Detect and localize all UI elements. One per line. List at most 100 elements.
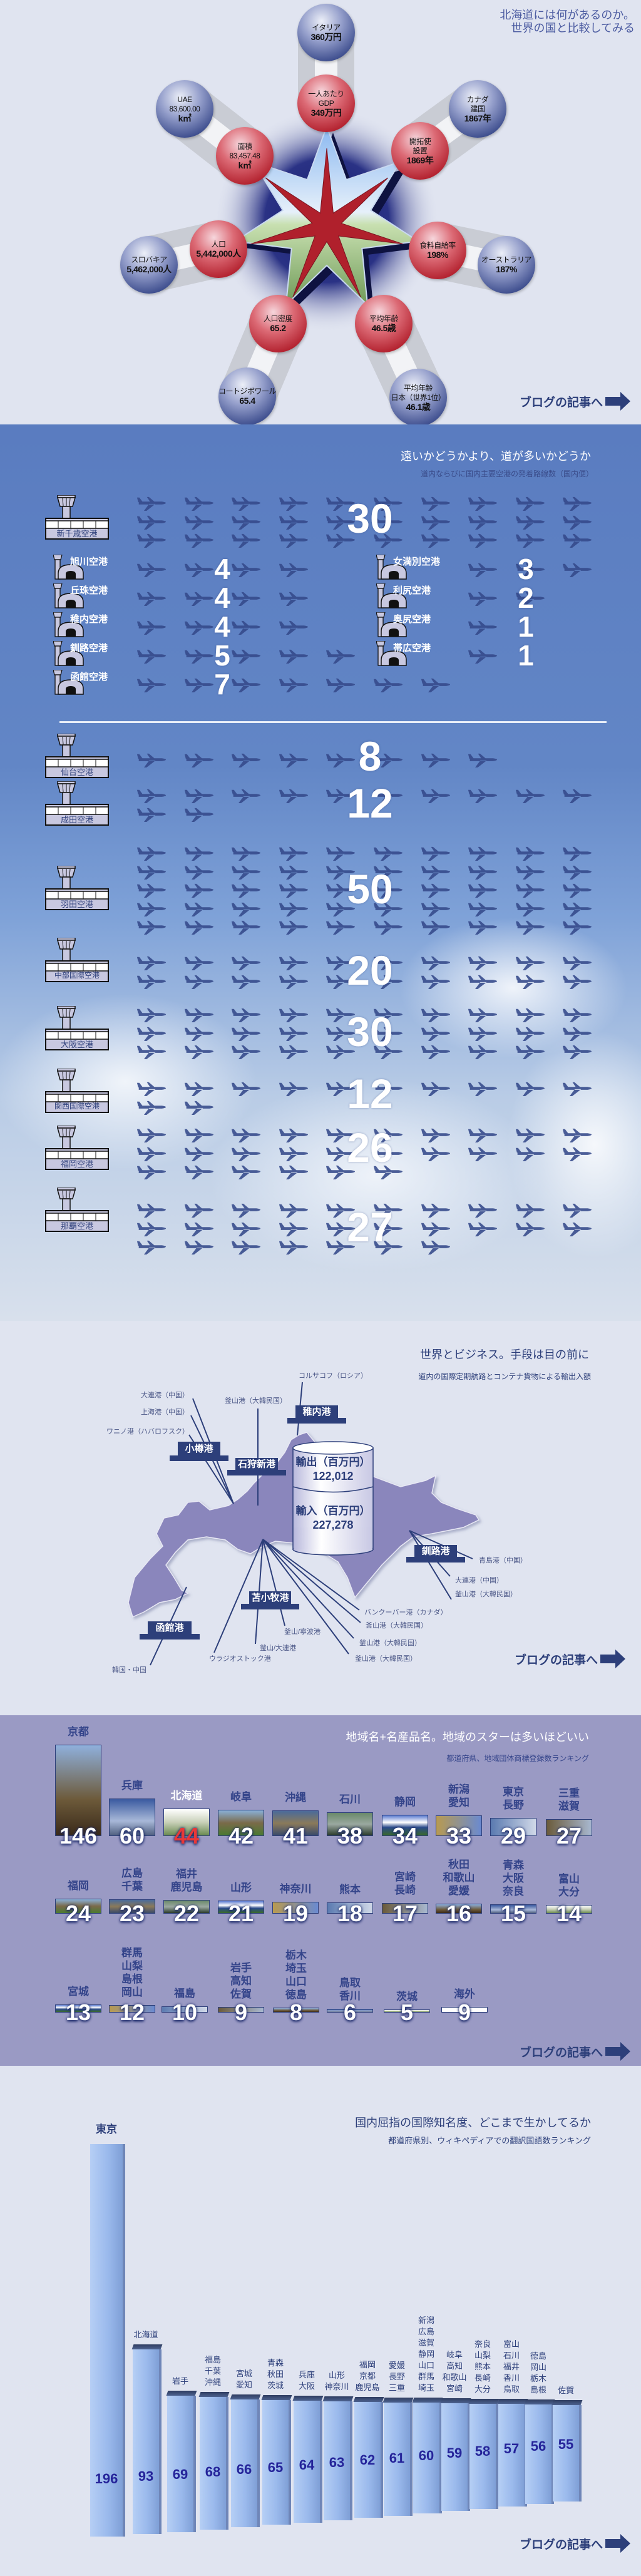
brand-count: 9 <box>234 1999 248 2025</box>
prefecture-name: 和歌山 <box>442 2373 467 2383</box>
port-name: 石狩新港 <box>237 1458 276 1469</box>
destination-label: 釜山港（大韓民国） <box>355 1654 417 1663</box>
bar-top-cap <box>551 2399 583 2405</box>
airport-name: 中部国際空港 <box>54 971 100 980</box>
port-name: 函館港 <box>155 1622 184 1633</box>
prefecture-name: 静岡 <box>394 1796 416 1808</box>
destination-label: 釜山港（大韓民国） <box>455 1589 517 1598</box>
port-label-box <box>148 1621 192 1634</box>
ball-text: 平均年齢 <box>403 383 433 393</box>
plane-icon <box>183 974 215 989</box>
plane-icon <box>466 562 499 577</box>
plane-icon <box>230 1164 262 1179</box>
brand-count: 14 <box>556 1901 582 1926</box>
brand-image <box>441 2007 488 2013</box>
plane-icon <box>466 955 499 970</box>
bar-value-label: 68 <box>205 2463 221 2480</box>
ball-text: k㎡ <box>178 113 192 123</box>
route-line <box>409 1530 473 1559</box>
route-count: 12 <box>347 780 393 826</box>
plane-icon <box>183 807 215 822</box>
prefecture-name: 高知 <box>230 1975 252 1987</box>
plane-icon <box>324 677 357 692</box>
port-label-plate <box>227 1470 286 1475</box>
plane-icon <box>466 865 499 880</box>
airport-name: 利尻空港 <box>393 585 431 596</box>
prefecture-name: 島根 <box>121 1973 143 1985</box>
prefecture-name: 福島 <box>174 1988 195 1999</box>
blog-link[interactable]: ブログの記事へ <box>520 2042 631 2061</box>
port-label-plate <box>287 1418 346 1424</box>
brand-count: 13 <box>65 1999 91 2025</box>
ball-text: コートジボワール <box>218 387 277 396</box>
prefecture-name: 埼玉 <box>285 1963 307 1974</box>
plane-icon <box>277 562 310 577</box>
import-value: 227,278 <box>312 1519 353 1531</box>
plane-icon <box>419 496 452 511</box>
prefecture-name: 富山 <box>558 1873 580 1885</box>
brand-image <box>163 1900 210 1914</box>
ball-text: スロバキア <box>131 255 167 264</box>
plane-icon <box>419 1026 452 1041</box>
chart-bar <box>322 2396 354 2521</box>
bar-value-label: 59 <box>446 2445 463 2461</box>
brand-count: 34 <box>392 1823 418 1849</box>
prefecture-name: 沖縄 <box>285 1792 306 1804</box>
ball-text: 5,442,000人 <box>196 249 241 259</box>
brand-count: 60 <box>119 1823 145 1849</box>
blog-link[interactable]: ブログの記事へ <box>520 392 631 411</box>
section-subtitle: 都道府県、地域団体商標登録数ランキング <box>446 1754 589 1763</box>
plane-icon <box>135 752 168 767</box>
chart-bar <box>131 2344 163 2535</box>
plane-icon <box>135 515 168 530</box>
prefecture-names: 広島千葉 <box>104 1867 160 1893</box>
prefecture-name: 佐賀 <box>557 2385 574 2395</box>
plane-icon <box>230 788 262 803</box>
prefecture-name: 東京 <box>96 2123 117 2135</box>
prefecture-name: 大分 <box>474 2384 491 2394</box>
bar-top-cap <box>497 2399 528 2404</box>
prefecture-name: 京都 <box>68 1726 89 1738</box>
plane-icon <box>466 496 499 511</box>
section-title: 地域名+名産品名。地域のスターは多いほどいい <box>346 1731 589 1743</box>
regional-brands-section: 地域名+名産品名。地域のスターは多いほどいい 都道府県、地域団体商標登録数ランキ… <box>0 1715 641 2066</box>
plane-icon <box>466 974 499 989</box>
plane-icon <box>230 649 262 664</box>
destination-label: コルサコフ（ロシア） <box>299 1372 367 1380</box>
section-title: 国内屈指の国際知名度、どこまで生かしてるか <box>355 2117 591 2129</box>
prefecture-names: 東京長野 <box>485 1785 541 1812</box>
prefecture-names: 福岡 <box>50 1879 106 1892</box>
plane-icon <box>135 1081 168 1096</box>
plane-icon <box>514 865 546 880</box>
plane-icon <box>277 883 310 898</box>
plane-icon <box>277 1026 310 1041</box>
plane-icon <box>561 533 593 548</box>
prefecture-name: 栃木 <box>530 2374 546 2384</box>
prefecture-names: 栃木埼玉山口徳島 <box>268 1949 324 2001</box>
plane-icon <box>419 1239 452 1255</box>
blog-link[interactable]: ブログの記事へ <box>515 1650 626 1668</box>
bar-category-labels: 奈良山梨熊本長崎大分 <box>464 2339 501 2395</box>
brand-image <box>218 1901 264 1914</box>
destination-label: 釜山港（大韓民国） <box>366 1621 428 1629</box>
port-name: 小樽港 <box>185 1443 213 1454</box>
brand-image <box>436 1815 482 1836</box>
plane-icon <box>135 1127 168 1142</box>
bar-top-cap <box>468 2398 500 2404</box>
route-count: 4 <box>214 582 230 614</box>
blog-link[interactable]: ブログの記事へ <box>520 2534 631 2553</box>
plane-icon <box>135 920 168 935</box>
airport-name: 女満別空港 <box>393 557 441 567</box>
port-label-plate <box>406 1557 465 1563</box>
plane-icon <box>561 1081 593 1096</box>
prefecture-name: 青森 <box>503 1859 524 1871</box>
destination-label: ワニノ港（ハバロフスク） <box>106 1427 189 1435</box>
chart-bar <box>382 2397 414 2516</box>
prefecture-names: 富山大分 <box>541 1872 597 1899</box>
brand-count: 19 <box>282 1901 309 1926</box>
plane-icon <box>277 533 310 548</box>
plane-icon <box>514 846 546 861</box>
